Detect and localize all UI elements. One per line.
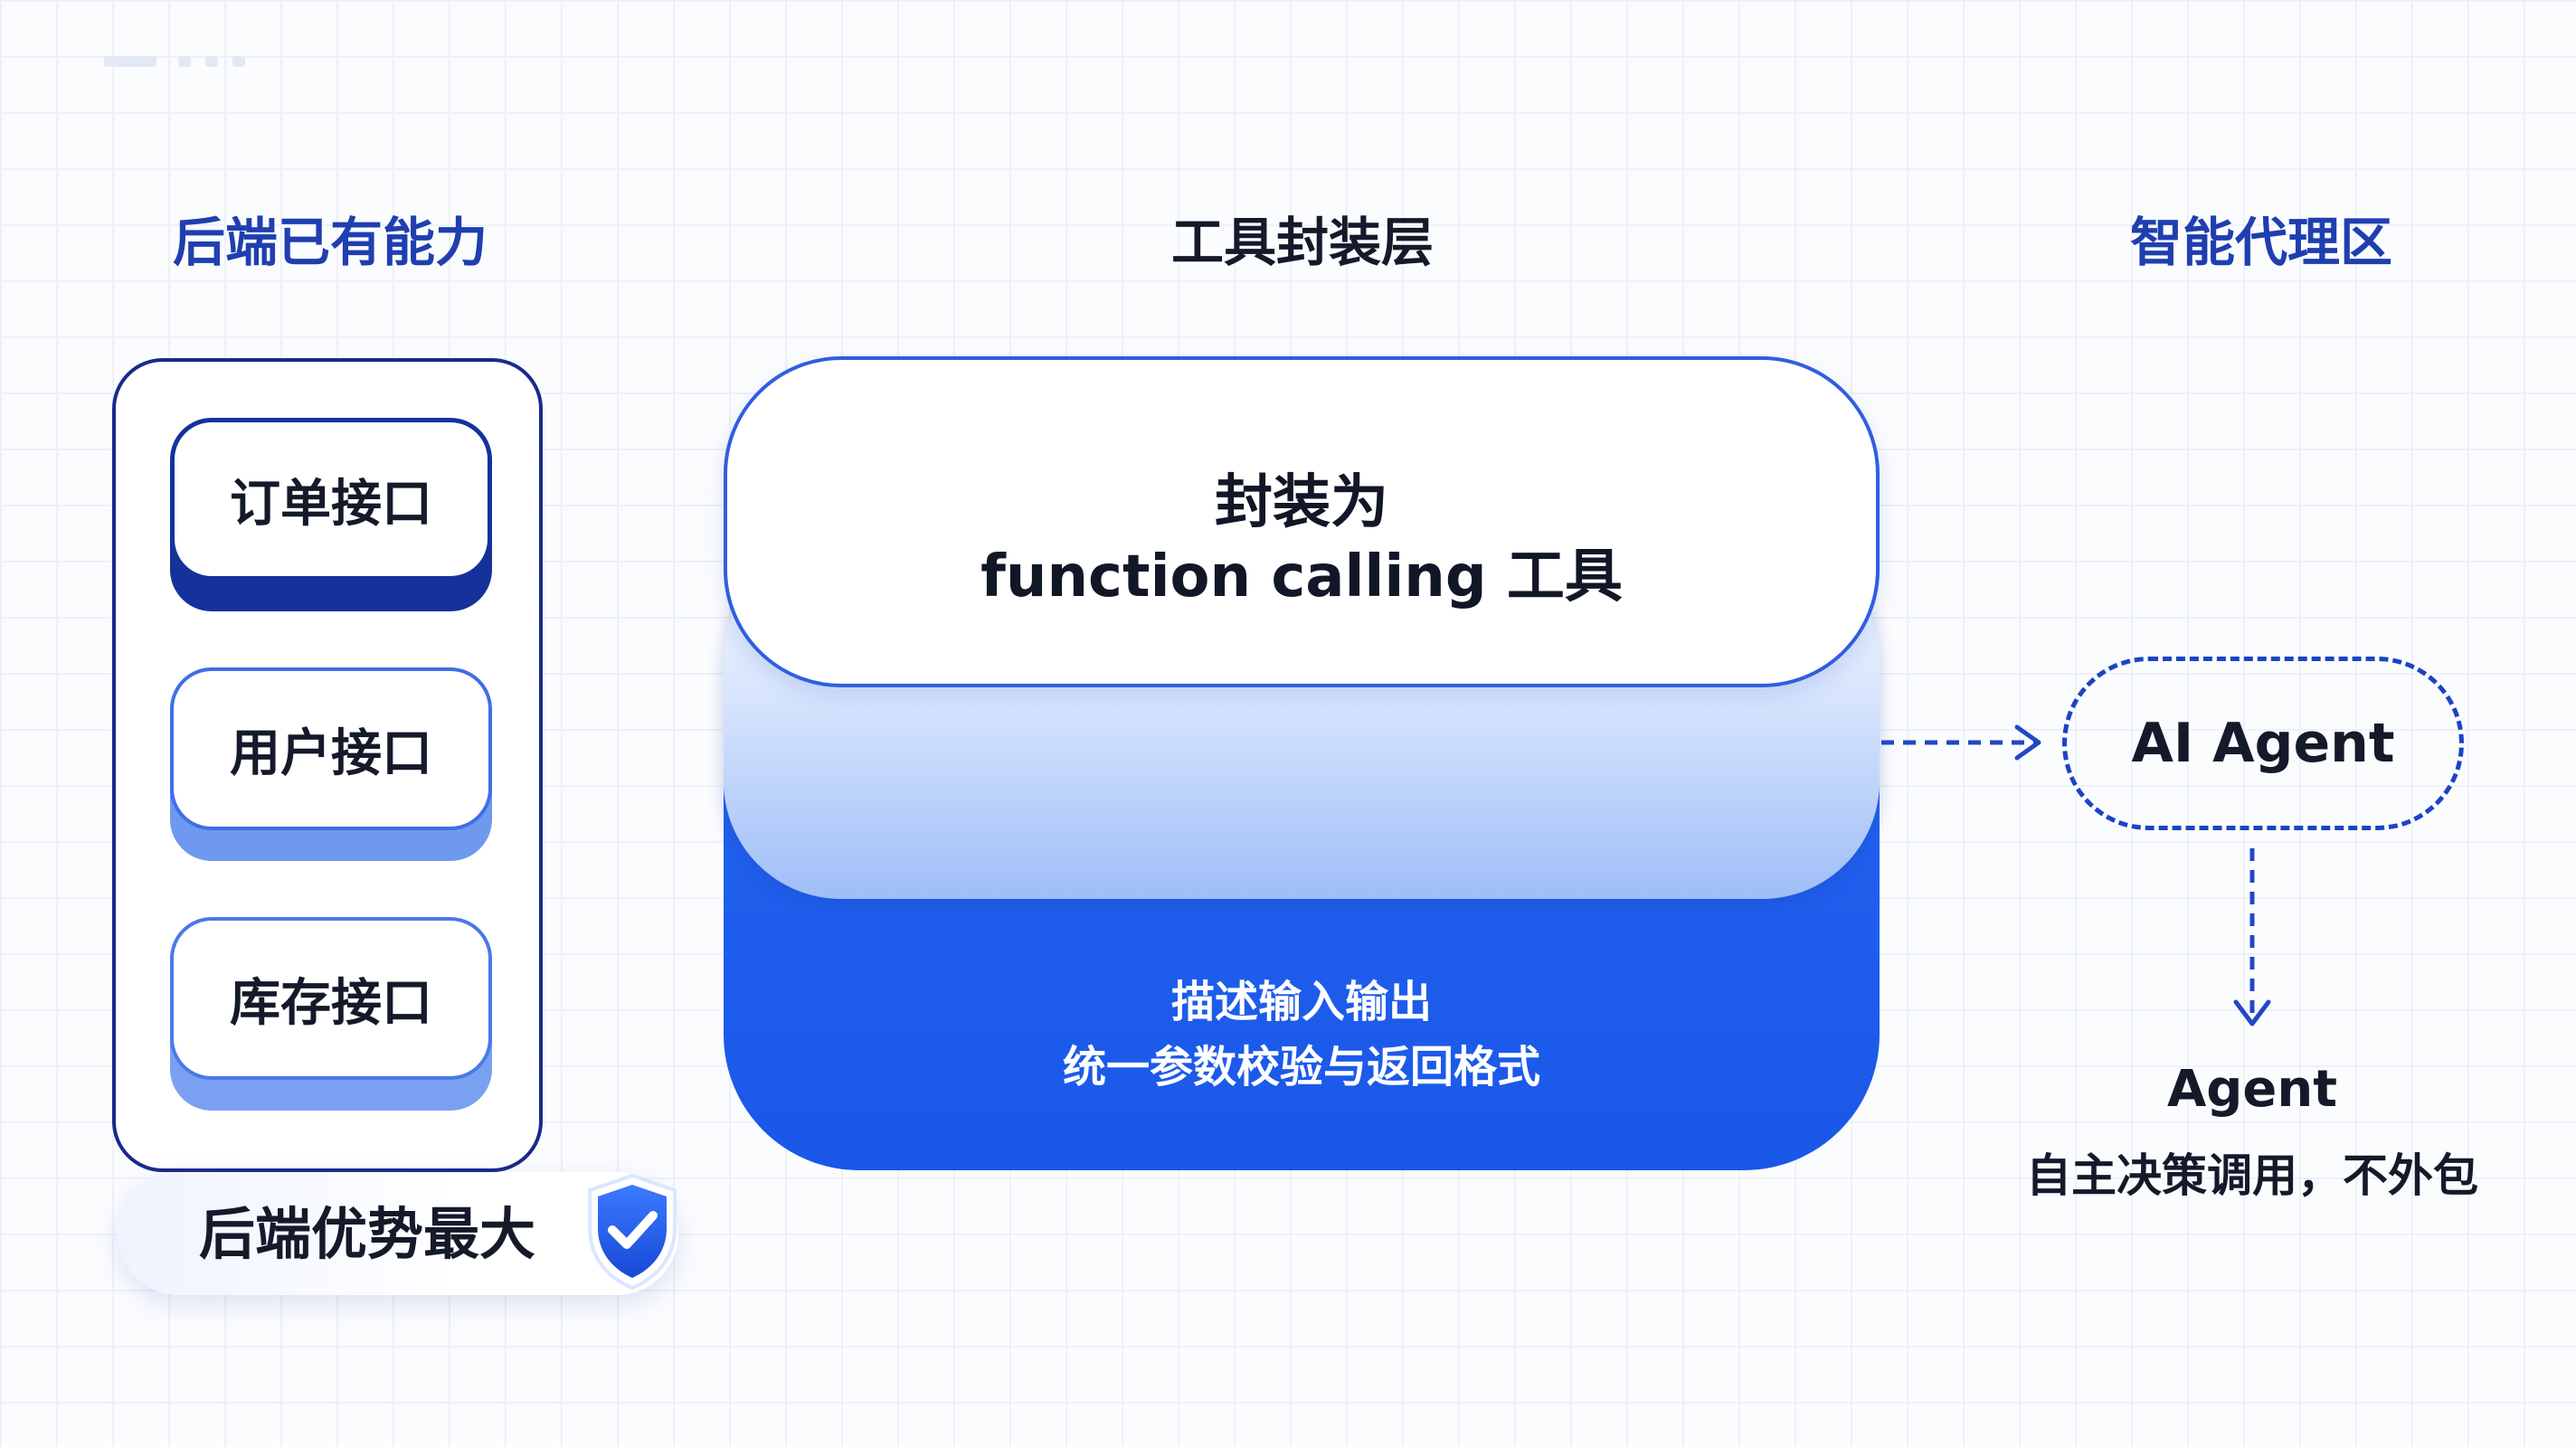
tool-desc-line-1: 描述输入输出: [1170, 977, 1432, 1027]
api-card-label: 库存接口: [170, 917, 492, 1080]
advantage-label: 后端优势最大: [199, 1201, 536, 1267]
agent-caption-subtitle: 自主决策调用，不外包: [2026, 1149, 2478, 1202]
tool-layer-top-card: [724, 356, 1880, 687]
api-card-inventory: 库存接口: [170, 917, 492, 1111]
column-header-agent: 智能代理区: [2129, 212, 2392, 273]
dashed-arrow-down-icon: [2233, 848, 2271, 1026]
dashed-arrow-right-icon: [1881, 724, 2041, 761]
column-header-backend: 后端已有能力: [172, 212, 488, 273]
advantage-badge: [118, 1172, 678, 1295]
tool-wrap-title: 封装为: [1215, 469, 1388, 536]
ai-agent-node: AI Agent: [2062, 657, 2464, 830]
ai-agent-label: AI Agent: [2131, 712, 2395, 775]
agent-caption-title: Agent: [2166, 1060, 2338, 1119]
api-card-label: 订单接口: [170, 418, 492, 581]
shield-check-icon: [588, 1173, 677, 1291]
api-card-order: 订单接口: [170, 418, 492, 611]
tool-wrap-subtitle: function calling 工具: [980, 544, 1623, 610]
tool-desc-line-2: 统一参数校验与返回格式: [1062, 1042, 1540, 1092]
api-card-user: 用户接口: [170, 667, 492, 861]
api-card-label: 用户接口: [170, 667, 492, 830]
column-header-tools: 工具封装层: [1170, 212, 1434, 273]
